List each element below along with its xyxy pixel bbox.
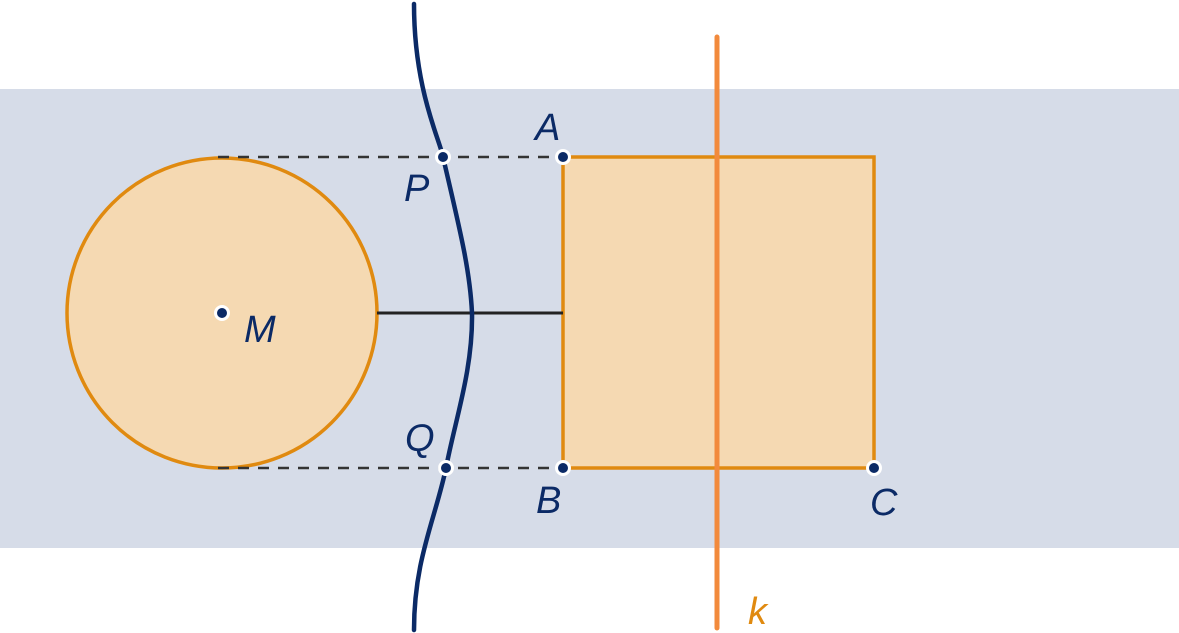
point-q [438,460,454,476]
label-m: M [244,309,276,351]
label-p: P [404,168,430,210]
label-b: B [536,480,561,522]
label-q: Q [405,418,435,460]
label-k: k [748,591,769,633]
label-a: A [533,107,560,149]
label-c: C [870,482,898,524]
point-m [214,305,230,321]
point-b [555,460,571,476]
point-a [555,149,571,165]
point-c [866,460,882,476]
point-p [435,149,451,165]
wavy-curve [411,1,475,633]
